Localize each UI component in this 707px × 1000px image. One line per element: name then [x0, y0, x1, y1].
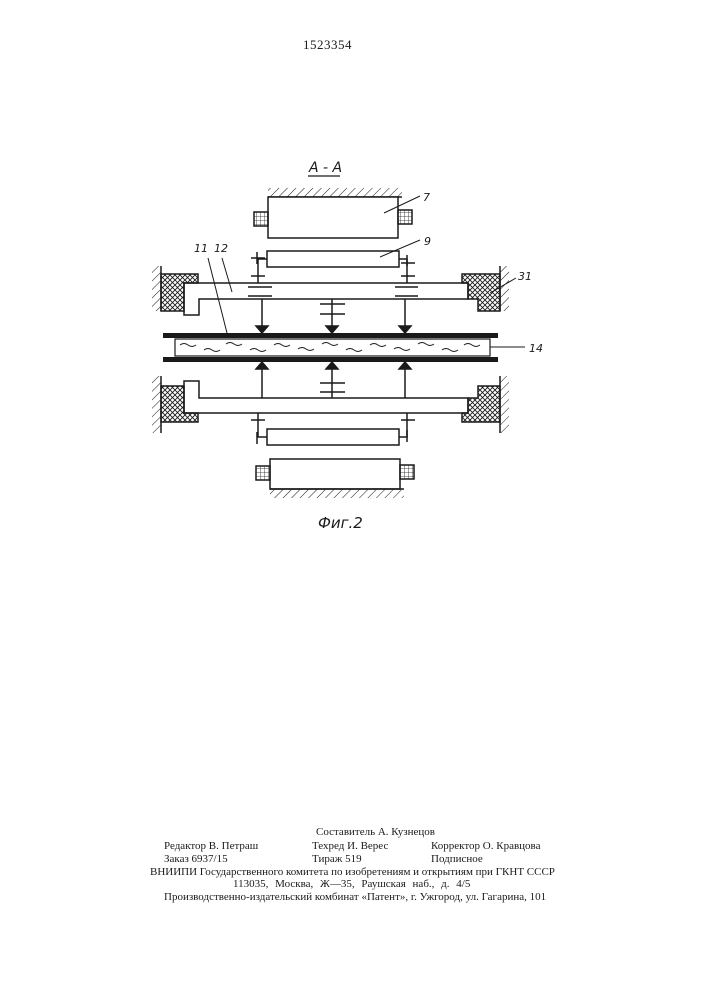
upper-right-bumper [462, 266, 509, 311]
editor: Редактор В. Петраш [164, 840, 258, 853]
lower-arm [184, 381, 468, 413]
techred: Техред И. Верес [312, 840, 388, 853]
upper-arm [184, 283, 468, 315]
label-12: 12 [214, 242, 228, 255]
corrector: Корректор О. Кравцова [431, 840, 540, 853]
top-roller-assembly [254, 188, 412, 238]
address-line: 113035, Москва, Ж—35, Раушская наб., д. … [233, 878, 470, 891]
figure-caption: Фиг.2 [318, 514, 363, 532]
order: Заказ 6937/15 [164, 853, 228, 866]
central-tape [163, 333, 498, 362]
composer: Составитель А. Кузнецов [316, 826, 435, 839]
lower-plate [267, 429, 399, 445]
label-11: 11 [194, 242, 208, 255]
section-title: А - А [308, 160, 342, 176]
circulation: Тираж 519 [312, 853, 362, 866]
printer-line: Производственно-издательский комбинат «П… [164, 891, 546, 904]
label-9: 9 [424, 235, 431, 248]
bottom-roller-assembly [256, 459, 414, 498]
subscription: Подписное [431, 853, 483, 866]
upper-plate [267, 251, 399, 267]
label-7: 7 [423, 191, 430, 204]
label-14: 14 [529, 342, 543, 355]
lower-right-bumper [462, 376, 509, 433]
label-31: 31 [518, 270, 532, 283]
